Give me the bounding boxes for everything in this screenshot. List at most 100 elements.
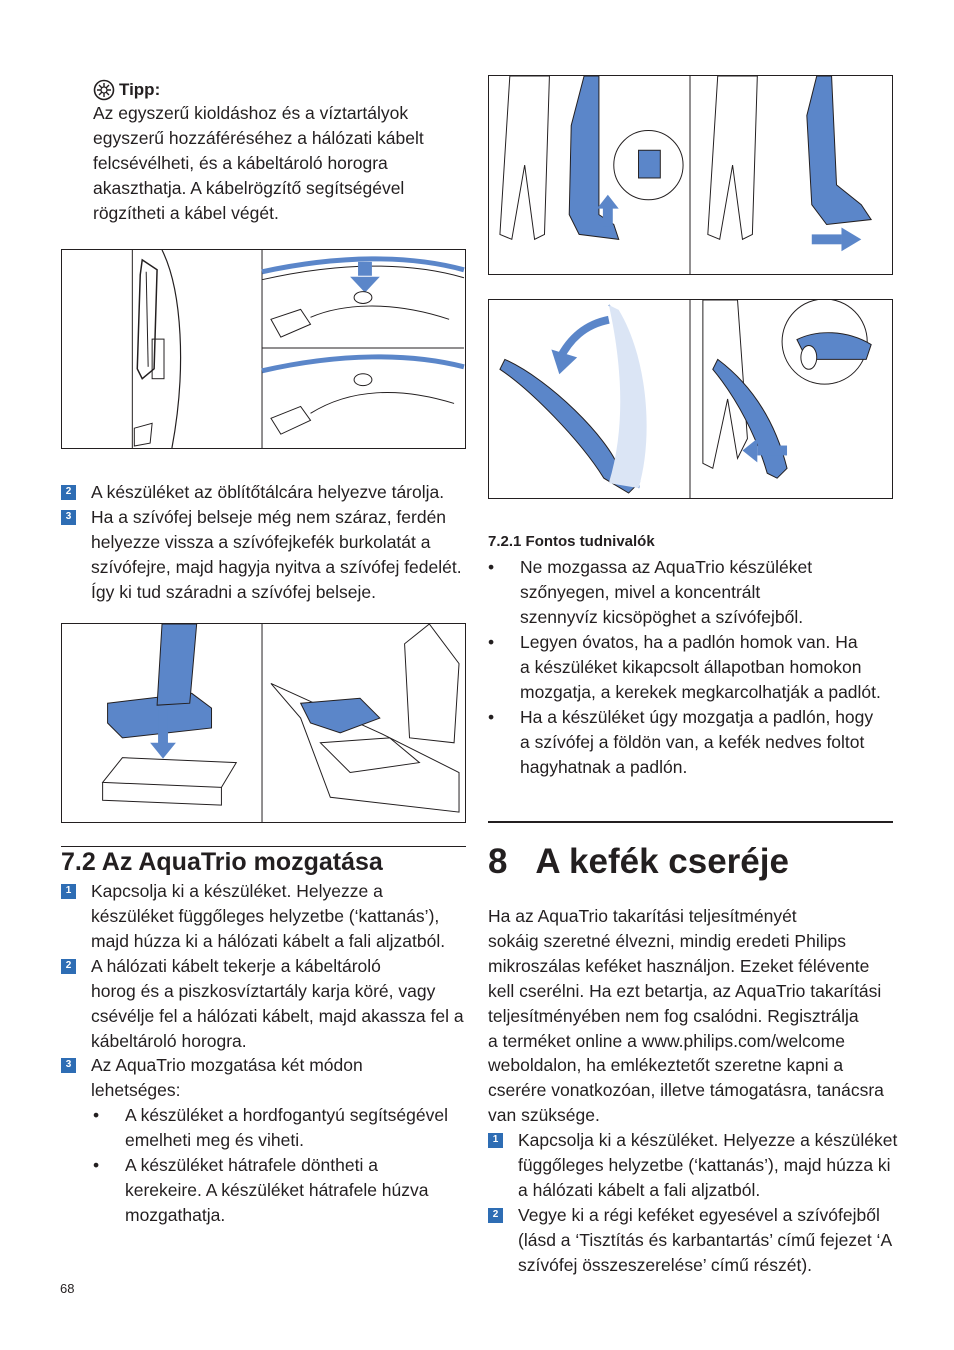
figure-nozzle-drying xyxy=(61,623,466,823)
cable-storage-illustration xyxy=(131,250,465,448)
bullet-line: Ne mozgassa az AquaTrio készüléket xyxy=(520,557,813,577)
brush-step-1: 1 Kapcsolja ki a készüléket. Helyezze a … xyxy=(488,1128,898,1203)
step-number: 3 xyxy=(61,510,76,525)
tip-box: Tipp: Az egyszerű kioldáshoz és a víztar… xyxy=(93,79,463,226)
bullet-text: Ne mozgassa az AquaTrio készüléket szőny… xyxy=(520,555,812,630)
step-text: Vegye ki a régi keféket egyesével a szív… xyxy=(518,1203,892,1278)
notice-bullet-1: • Ne mozgassa az AquaTrio készüléket sző… xyxy=(488,555,898,630)
tip-line: Az egyszerű kioldáshoz és a víztartályok xyxy=(93,103,409,123)
step-text: A készüléket az öblítőtálcára helyezve t… xyxy=(91,480,444,505)
intro-line: mikroszálas keféket használjon. Ezeket f… xyxy=(488,955,870,976)
bullet-line: Legyen óvatos, ha a padlón homok van. Ha xyxy=(520,632,858,652)
step-line: a hálózati kábelt a fali aljzatból. xyxy=(518,1179,761,1200)
step-line: Kapcsolja ki a készüléket. Helyezze a ké… xyxy=(518,1130,898,1150)
step-line: készüléket függőleges helyzetbe (‘kattan… xyxy=(91,905,440,926)
step-line: Kapcsolja ki a készüléket. Helyezze a xyxy=(91,881,383,901)
figure-tilting xyxy=(488,299,893,499)
carrying-illustration xyxy=(499,76,873,274)
step-text: A hálózati kábelt tekerje a kábeltároló … xyxy=(91,954,464,1054)
step-number: 2 xyxy=(61,959,76,974)
step-line: szívófejre, majd hagyja nyitva a szívófe… xyxy=(91,556,462,577)
bullet-line: hagyhatnak a padlón. xyxy=(520,756,688,777)
bullet-line: mozgatja, a kerekek megkarcolhatják a pa… xyxy=(520,681,881,702)
moving-bullet-2: • A készüléket hátrafele döntheti a kere… xyxy=(93,1153,473,1228)
section-heading-7-2-1: 7.2.1 Fontos tudnivalók xyxy=(488,533,655,550)
bullet-dot: • xyxy=(488,707,495,727)
intro-line: Ha az AquaTrio takarítási teljesítményét xyxy=(488,906,797,926)
step-line: Ha a szívófej belseje még nem száraz, fe… xyxy=(91,507,447,527)
tip-bulb-icon xyxy=(93,79,115,101)
bullet-text: A készüléket hátrafele döntheti a kereke… xyxy=(125,1153,429,1228)
step-line: szívófej összeszerelése’ című részét). xyxy=(518,1254,813,1275)
bullet-line: emelheti meg és viheti. xyxy=(125,1129,304,1150)
step-number: 2 xyxy=(61,485,76,500)
section-divider xyxy=(61,846,466,847)
page-number: 68 xyxy=(60,1281,75,1296)
moving-bullet-1: • A készüléket a hordfogantyú segítségév… xyxy=(93,1103,473,1153)
step-text: Ha a szívófej belseje még nem száraz, fe… xyxy=(91,505,462,605)
bullet-line: A készüléket a hordfogantyú segítségével xyxy=(125,1105,448,1125)
step-line: kábeltároló horogra. xyxy=(91,1030,247,1051)
tip-line: felcsévélheti, és a kábeltároló horogra xyxy=(93,152,388,173)
section-heading-7-2: 7.2 Az AquaTrio mozgatása xyxy=(61,848,383,876)
nozzle-drying-illustration xyxy=(101,624,460,822)
step-number: 1 xyxy=(488,1133,503,1148)
step-line: Így ki tud száradni a szívófej belseje. xyxy=(91,581,377,602)
step-text: Kapcsolja ki a készüléket. Helyezze a ké… xyxy=(518,1128,897,1203)
storage-step-2: 2 A készüléket az öblítőtálcára helyezve… xyxy=(61,480,471,505)
bullet-line: szőnyegen, mivel a koncentrált xyxy=(520,581,761,602)
tip-line: rögzítheti a kábel végét. xyxy=(93,202,279,223)
step-line: Az AquaTrio mozgatása két módon xyxy=(91,1055,363,1075)
intro-line: weboldalon, ha emlékeztetőt szeretne kap… xyxy=(488,1055,844,1076)
step-number: 2 xyxy=(488,1208,503,1223)
bullet-line: kerekeire. A készüléket hátrafele húzva xyxy=(125,1179,429,1200)
brush-step-2: 2 Vegye ki a régi keféket egyesével a sz… xyxy=(488,1203,898,1278)
step-number: 1 xyxy=(61,884,76,899)
tip-body: Az egyszerű kioldáshoz és a víztartályok… xyxy=(93,101,463,226)
intro-line: sokáig szeretné élvezni, mindig eredeti … xyxy=(488,930,846,951)
bullet-line: A készüléket hátrafele döntheti a xyxy=(125,1155,378,1175)
bullet-dot: • xyxy=(93,1155,100,1175)
tip-heading: Tipp: xyxy=(93,79,463,101)
step-line: horog és a piszkosvíztartály karja köré,… xyxy=(91,980,436,1001)
step-line: (lásd a ‘Tisztítás és karbantartás’ című… xyxy=(518,1229,893,1250)
tip-title: Tipp: xyxy=(119,80,161,99)
tilting-illustration xyxy=(499,300,872,498)
bullet-text: Ha a készüléket úgy mozgatja a padlón, h… xyxy=(520,705,873,780)
bullet-line: mozgathatja. xyxy=(125,1204,226,1225)
step-line: Vegye ki a régi keféket egyesével a szív… xyxy=(518,1205,880,1225)
intro-line: van szüksége. xyxy=(488,1105,600,1126)
step-line: helyezze vissza a szívófejkefék burkolat… xyxy=(91,531,431,552)
chapter-intro: Ha az AquaTrio takarítási teljesítményét… xyxy=(488,904,898,1128)
bullet-text: A készüléket a hordfogantyú segítségével… xyxy=(125,1103,448,1153)
step-line: A készüléket az öblítőtálcára helyezve t… xyxy=(91,482,445,502)
figure-cable-storage xyxy=(61,249,466,449)
figure-carrying xyxy=(488,75,893,275)
step-text: Az AquaTrio mozgatása két módon lehetség… xyxy=(91,1053,363,1103)
bullet-dot: • xyxy=(488,632,495,652)
bullet-dot: • xyxy=(93,1105,100,1125)
moving-step-3: 3 Az AquaTrio mozgatása két módon lehets… xyxy=(61,1053,471,1103)
chapter-heading-8: 8 A kefék cseréje xyxy=(488,842,789,881)
tip-line: egyszerű hozzáféréséhez a hálózati kábel… xyxy=(93,127,424,148)
chapter-divider xyxy=(488,821,893,823)
bullet-line: a készüléket kikapcsolt állapotban homok… xyxy=(520,656,862,677)
notice-bullet-2: • Legyen óvatos, ha a padlón homok van. … xyxy=(488,630,898,705)
bullet-line: szennyvíz kicsöpöghet a szívófejből. xyxy=(520,606,804,627)
tip-line: akaszthatja. A kábelrögzítő segítségével xyxy=(93,177,405,198)
bullet-line: Ha a készüléket úgy mozgatja a padlón, h… xyxy=(520,707,874,727)
step-line: csévélje fel a hálózati kábelt, majd aka… xyxy=(91,1005,464,1026)
step-line: majd húzza ki a hálózati kábelt a fali a… xyxy=(91,930,446,951)
bullet-dot: • xyxy=(488,557,495,577)
moving-step-1: 1 Kapcsolja ki a készüléket. Helyezze a … xyxy=(61,879,471,954)
step-line: lehetséges: xyxy=(91,1079,181,1100)
intro-line: teljesítményében nem fog csalódni. Regis… xyxy=(488,1005,859,1026)
moving-step-2: 2 A hálózati kábelt tekerje a kábeltárol… xyxy=(61,954,471,1054)
step-line: függőleges helyzetbe (‘kattanás’), majd … xyxy=(518,1154,891,1175)
intro-line: kell cserélni. Ha ezt betartja, az AquaT… xyxy=(488,980,882,1001)
notice-bullet-3: • Ha a készüléket úgy mozgatja a padlón,… xyxy=(488,705,898,780)
bullet-text: Legyen óvatos, ha a padlón homok van. Ha… xyxy=(520,630,881,705)
step-number: 3 xyxy=(61,1058,76,1073)
bullet-line: a szívófej a földön van, a kefék nedves … xyxy=(520,731,865,752)
step-line: A hálózati kábelt tekerje a kábeltároló xyxy=(91,956,381,976)
